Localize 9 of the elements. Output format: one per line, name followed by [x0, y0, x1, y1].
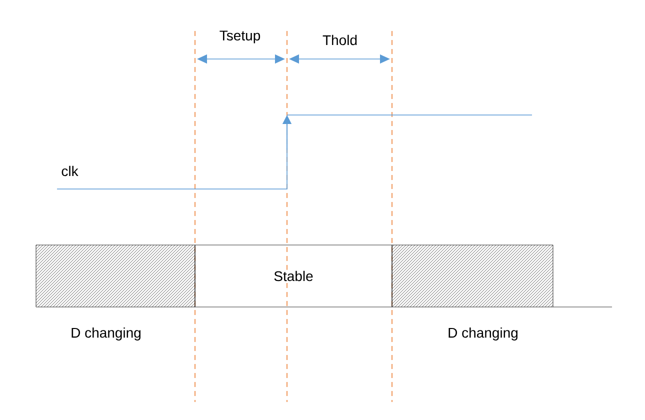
hatched-box	[392, 244, 554, 308]
signal-label: D changing	[72, 327, 140, 341]
timing-label: Tsetup	[220, 30, 260, 44]
signal-label: Stable	[272, 270, 314, 282]
signal-label: clk	[62, 166, 78, 176]
hatched-box	[36, 244, 196, 308]
timing-label: Thold	[322, 34, 357, 46]
signal-box	[194, 244, 392, 308]
signal-label: D changing	[448, 327, 518, 341]
